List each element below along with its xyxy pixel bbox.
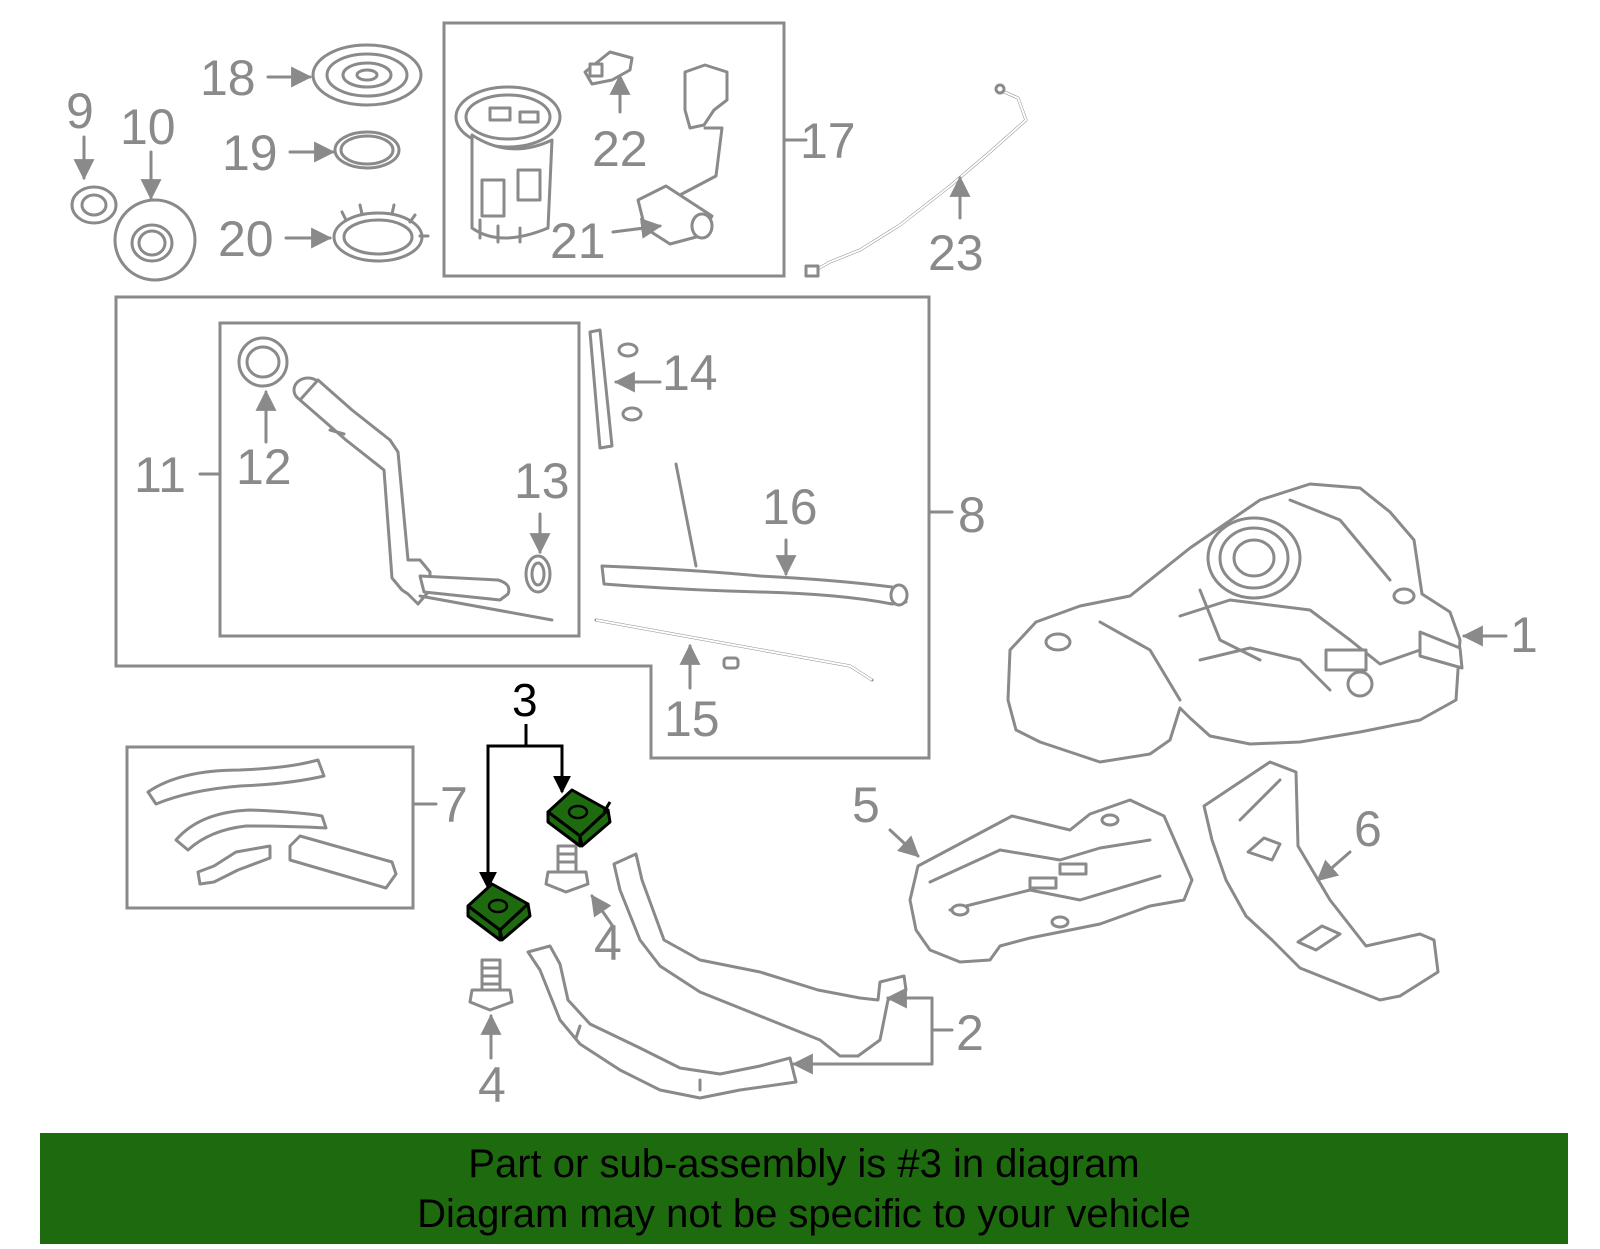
callout-19: 19 xyxy=(222,125,278,181)
part-3-leader xyxy=(479,724,571,890)
part-19-seal xyxy=(333,130,401,170)
callout-12: 12 xyxy=(236,439,292,495)
group-box-11 xyxy=(218,321,581,638)
banner-line-1: Part or sub-assembly is #3 in diagram xyxy=(468,1142,1140,1186)
group-box-17 xyxy=(442,21,786,278)
callout-5: 5 xyxy=(852,777,880,833)
callout-3: 3 xyxy=(512,674,538,726)
leader-lines xyxy=(73,66,1508,1075)
part-4-bolt-lower xyxy=(468,958,514,1012)
callout-15: 15 xyxy=(664,691,720,747)
info-banner: Part or sub-assembly is #3 in diagram Di… xyxy=(40,1133,1568,1244)
part-4-bolt-upper xyxy=(544,844,590,894)
part-15-line xyxy=(594,618,874,682)
part-22-connector xyxy=(583,50,634,86)
part-11-filler-neck xyxy=(292,376,554,622)
part-13-clamp xyxy=(524,554,552,594)
callout-6: 6 xyxy=(1354,801,1382,857)
callout-9: 9 xyxy=(66,83,94,139)
part-14-hose xyxy=(588,328,643,450)
part-12-cap-ring xyxy=(237,336,289,388)
part-16-hose xyxy=(600,462,909,607)
part-9-nut xyxy=(70,185,118,225)
callout-4-lower: 4 xyxy=(478,1057,506,1113)
part-17-pump-module xyxy=(454,85,562,244)
callout-4-upper: 4 xyxy=(594,915,622,971)
part-3-clip-upper xyxy=(546,788,612,848)
part-5-heat-shield xyxy=(908,798,1194,964)
part-3-clip-lower xyxy=(466,882,532,942)
callout-1: 1 xyxy=(1510,607,1538,663)
group-box-7 xyxy=(125,745,415,910)
callout-11: 11 xyxy=(134,447,186,503)
callout-13: 13 xyxy=(514,453,570,509)
callout-22: 22 xyxy=(592,121,648,177)
callout-21: 21 xyxy=(550,213,606,269)
callout-8: 8 xyxy=(958,487,986,543)
callout-17: 17 xyxy=(800,113,856,169)
callout-20: 20 xyxy=(218,211,274,267)
callout-14: 14 xyxy=(662,345,718,401)
callout-18: 18 xyxy=(200,50,256,106)
banner-line-2: Diagram may not be specific to your vehi… xyxy=(417,1192,1191,1236)
callout-16: 16 xyxy=(762,479,818,535)
callout-10: 10 xyxy=(120,99,176,155)
part-10-grommet xyxy=(113,198,197,282)
part-7-kit xyxy=(146,758,398,890)
group-box-8 xyxy=(114,295,931,760)
part-18-cover xyxy=(311,43,423,107)
part-21-sender xyxy=(636,63,729,246)
callout-23: 23 xyxy=(928,225,984,281)
part-20-lock-ring xyxy=(332,203,430,263)
part-6-shield xyxy=(1202,760,1440,1002)
callout-2: 2 xyxy=(956,1005,984,1061)
callout-7: 7 xyxy=(440,777,468,833)
part-2-straps xyxy=(526,852,908,1100)
part-1-fuel-tank xyxy=(1006,482,1464,764)
